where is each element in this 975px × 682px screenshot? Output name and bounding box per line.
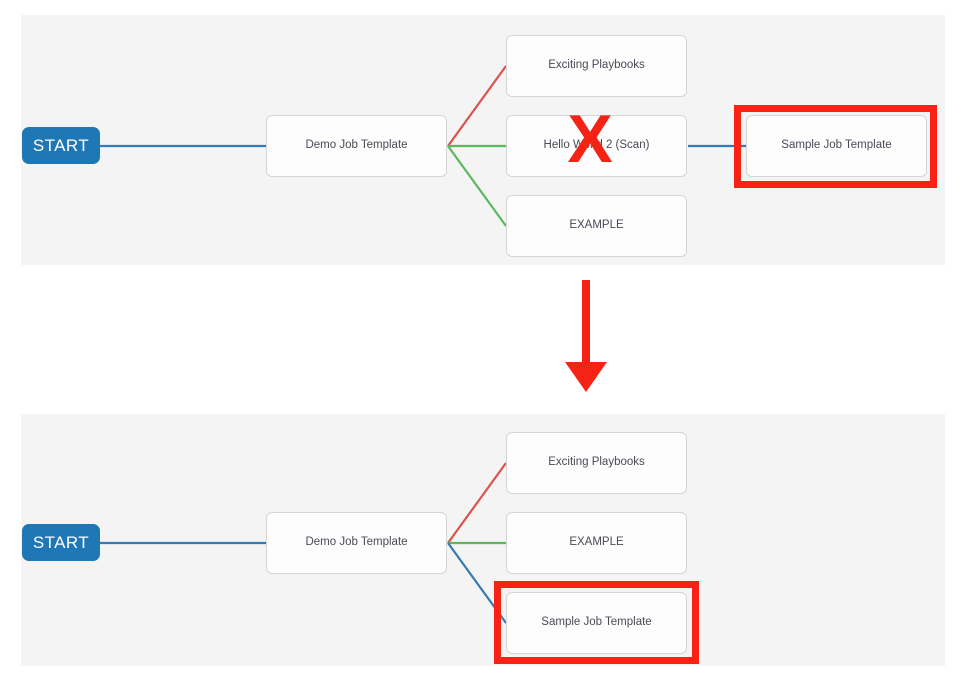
node-label: Exciting Playbooks xyxy=(548,456,645,469)
node-demo-job-template-after[interactable]: Demo Job Template xyxy=(266,512,447,574)
node-demo-job-template-before[interactable]: Demo Job Template xyxy=(266,115,447,177)
start-node-label: START xyxy=(32,135,90,155)
node-label: EXAMPLE xyxy=(569,219,624,232)
node-example-after[interactable]: EXAMPLE xyxy=(506,512,687,574)
node-exciting-playbooks-before[interactable]: Exciting Playbooks xyxy=(506,35,687,97)
node-label: Hello World 2 (Scan) xyxy=(543,139,650,152)
start-node-label: START xyxy=(32,532,90,552)
delete-x-mark-icon: X xyxy=(567,101,612,177)
workflow-panel-after xyxy=(21,414,945,666)
node-hello-world-2-scan-before[interactable]: Hello World 2 (Scan) xyxy=(506,115,687,177)
node-example-before[interactable]: EXAMPLE xyxy=(506,195,687,257)
node-sample-job-template-before[interactable]: Sample Job Template xyxy=(746,115,927,177)
node-label: Exciting Playbooks xyxy=(548,59,645,72)
node-label: Demo Job Template xyxy=(305,139,408,152)
highlight-rectangle-sample-job-template-before xyxy=(734,105,937,188)
highlight-rectangle-sample-job-template-after xyxy=(494,581,699,664)
node-sample-job-template-after[interactable]: Sample Job Template xyxy=(506,592,687,654)
node-label: EXAMPLE xyxy=(569,536,624,549)
start-node-after[interactable]: START xyxy=(22,524,100,561)
node-label: Sample Job Template xyxy=(541,616,652,629)
start-node-before[interactable]: START xyxy=(22,127,100,164)
node-exciting-playbooks-after[interactable]: Exciting Playbooks xyxy=(506,432,687,494)
down-arrow-icon xyxy=(565,280,607,392)
node-label: Demo Job Template xyxy=(305,536,408,549)
node-label: Sample Job Template xyxy=(781,139,892,152)
